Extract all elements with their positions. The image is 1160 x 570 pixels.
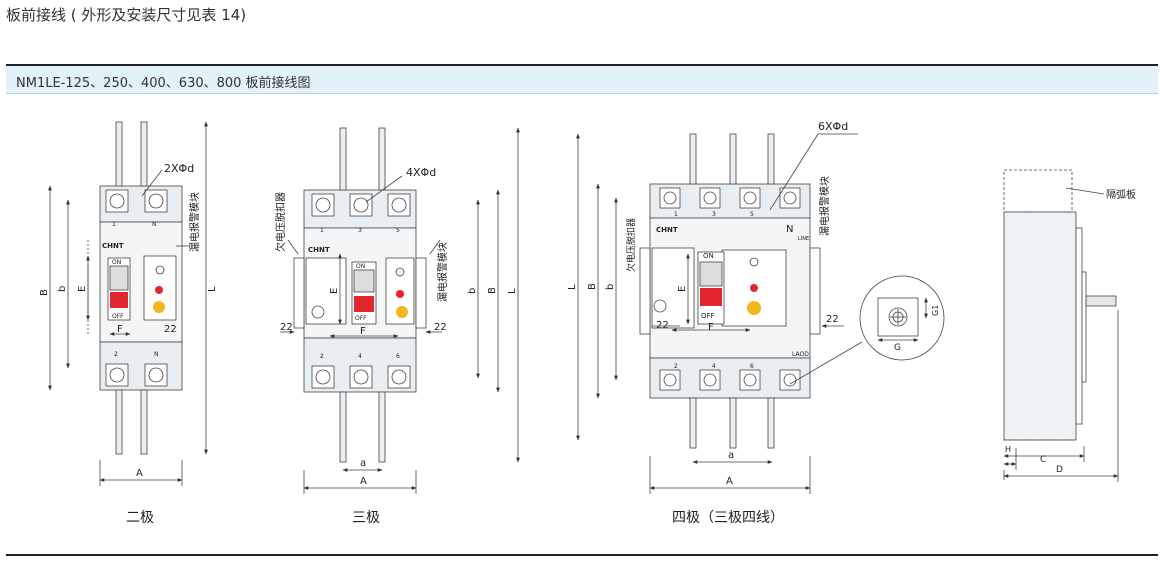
four-pole-top-terminal-3: 3	[712, 211, 716, 218]
three-pole-brand: CHNT	[308, 246, 330, 254]
four-pole-undervoltage-label: 欠电压脱扣器	[625, 218, 637, 272]
two-pole-dim-E: E	[77, 286, 88, 292]
two-pole-brand: CHNT	[102, 242, 124, 250]
three-pole-dim-L: L	[507, 288, 518, 294]
three-pole-top-terminal-3: 3	[358, 227, 362, 234]
three-pole-dim-right-22: 22	[434, 322, 447, 333]
two-pole-hole-label: 2XΦd	[164, 162, 194, 175]
four-pole-brand: CHNT	[656, 226, 678, 234]
two-pole-dim-L: L	[207, 286, 218, 292]
side-dim-H: H	[1005, 445, 1011, 454]
panel-bottom-rule	[6, 554, 1158, 556]
three-pole-bottom-terminal-6: 6	[396, 353, 400, 360]
panel-top-rule	[6, 64, 1158, 66]
side-dim-C: C	[1040, 455, 1046, 465]
four-pole-caption: 四极（三极四线）	[672, 510, 784, 526]
four-pole-top-terminal-5: 5	[750, 211, 754, 218]
two-pole-top-terminal-1: 1	[112, 221, 116, 228]
figure-caption-bar: NM1LE-125、250、400、630、800 板前接线图	[6, 66, 1158, 94]
four-pole-bottom-terminal-6: 6	[750, 363, 754, 370]
four-pole-hole-label: 6XΦd	[818, 120, 848, 133]
two-pole-switch-off: OFF	[112, 313, 124, 320]
four-pole-dim-b: b	[605, 284, 616, 290]
four-pole-module-label: 漏电报警模块	[818, 176, 831, 236]
two-pole-bottom-terminal-2: 2	[114, 351, 118, 358]
three-pole-top-terminal-1: 1	[320, 227, 324, 234]
three-pole-caption: 三极	[352, 510, 380, 526]
three-pole-undervoltage-label: 欠电压脱扣器	[274, 192, 287, 252]
three-pole-module-label: 漏电报警模块	[436, 242, 449, 302]
four-pole-switch-off: OFF	[701, 312, 715, 320]
two-pole-dim-B: B	[39, 289, 50, 296]
four-pole-dim-right-22: 22	[826, 314, 839, 325]
three-pole-fills	[354, 290, 408, 318]
four-pole-line-label: LINE	[798, 236, 809, 242]
four-pole-dim-A: A	[726, 476, 733, 487]
two-pole-fills	[110, 286, 165, 313]
four-pole-detail-G: G	[894, 343, 901, 353]
four-pole-dim-E: E	[677, 286, 688, 292]
two-pole-top-terminal-n: N	[152, 221, 157, 228]
side-view	[1003, 169, 1119, 482]
four-pole-text: CHNT 1 3 5 2 4 6 LINE LAOD N ON OFF 6XΦd…	[567, 120, 940, 526]
four-pole-dim-F: F	[708, 322, 714, 333]
two-pole-module-label: 漏电报警模块	[188, 192, 201, 252]
three-pole-view	[280, 127, 520, 494]
three-pole-dim-F: F	[360, 326, 366, 337]
four-pole-dim-L: L	[567, 284, 578, 290]
four-pole-bottom-terminal-2: 2	[674, 363, 678, 370]
two-pole-dim-A: A	[136, 468, 143, 479]
two-pole-text: CHNT 1 N 2 N ON OFF 2XΦd 漏电报警模块 B b E L …	[39, 162, 218, 526]
four-pole-fills	[700, 284, 761, 315]
three-pole-dim-left-22: 22	[280, 322, 293, 333]
four-pole-detail-G1: G1	[931, 305, 940, 316]
three-pole-dim-a: a	[360, 458, 366, 469]
figure-caption: NM1LE-125、250、400、630、800 板前接线图	[16, 76, 311, 91]
three-pole-bottom-terminal-4: 4	[358, 353, 362, 360]
three-pole-dim-E: E	[329, 288, 340, 294]
two-pole-dim-22: 22	[164, 324, 177, 335]
three-pole-text: CHNT 1 3 5 2 4 6 ON OFF 4XΦd 欠电压脱扣器 漏电报警…	[274, 166, 518, 526]
three-pole-switch-on: ON	[356, 263, 365, 270]
side-arc-shield-label: 隔弧板	[1106, 188, 1136, 201]
three-pole-switch-off: OFF	[355, 315, 367, 322]
three-pole-dim-b: b	[467, 288, 478, 294]
three-pole-bottom-terminal-2: 2	[320, 353, 324, 360]
three-pole-top-terminal-5: 5	[396, 227, 400, 234]
three-pole-dim-A: A	[360, 476, 367, 487]
two-pole-bottom-terminal-n: N	[154, 351, 159, 358]
four-pole-n-label: N	[786, 224, 793, 235]
four-pole-dim-B: B	[587, 283, 598, 290]
two-pole-switch-on: ON	[112, 259, 121, 266]
two-pole-dim-F: F	[117, 324, 123, 335]
two-pole-view	[48, 121, 208, 486]
four-pole-load-label: LAOD	[792, 351, 809, 358]
two-pole-caption: 二极	[126, 510, 154, 526]
four-pole-bottom-terminal-4: 4	[712, 363, 716, 370]
four-pole-dim-a: a	[728, 450, 734, 461]
three-pole-hole-label: 4XΦd	[406, 166, 436, 179]
figure-panel: NM1LE-125、250、400、630、800 板前接线图	[6, 64, 1158, 556]
four-pole-switch-on: ON	[703, 252, 714, 260]
side-text: 隔弧板 H C D	[1005, 188, 1136, 475]
four-pole-dim-left-22: 22	[656, 320, 669, 331]
four-pole-top-terminal-1: 1	[674, 211, 678, 218]
two-pole-dim-b: b	[57, 286, 68, 292]
four-pole-view	[576, 133, 945, 494]
side-dim-D: D	[1056, 465, 1063, 475]
page-heading: 板前接线 ( 外形及安装尺寸见表 14)	[6, 6, 247, 24]
three-pole-dim-B: B	[487, 287, 498, 294]
